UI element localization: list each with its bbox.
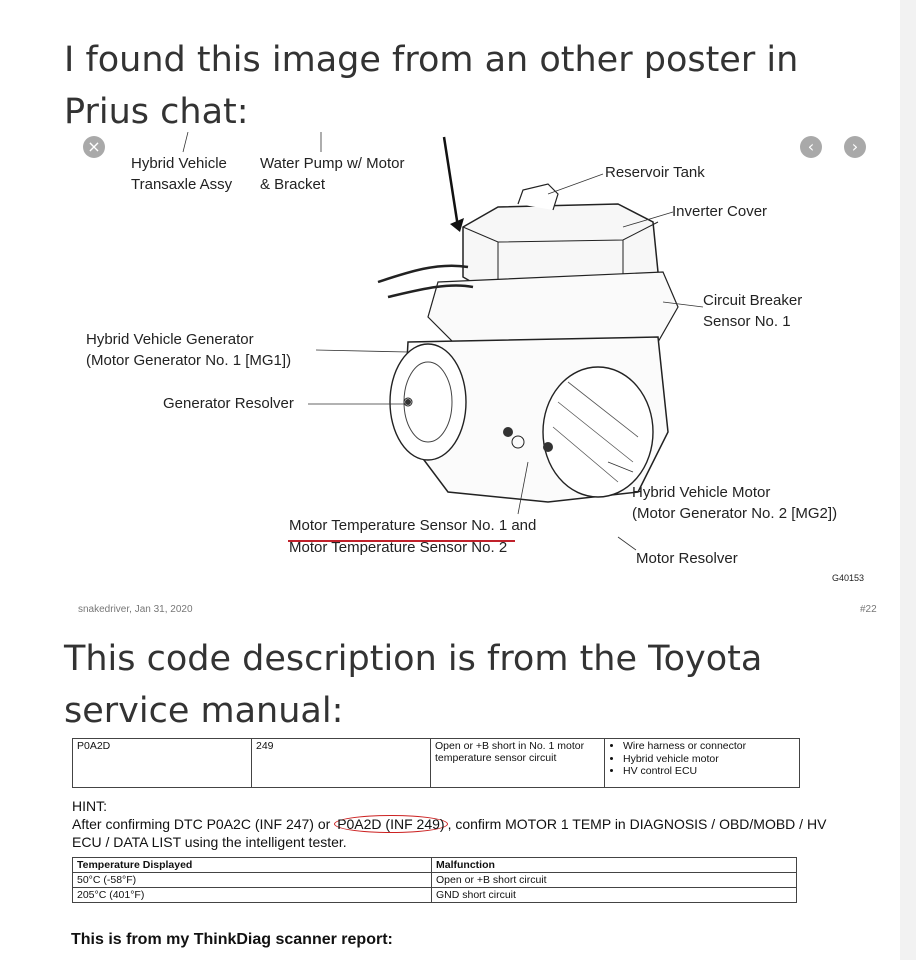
hint-text-before: After confirming DTC P0A2C (INF 247) or	[72, 816, 335, 832]
label-circuit-breaker: Circuit Breaker Sensor No. 1	[703, 292, 803, 330]
post-paragraph-2: This code description is from the Toyota…	[64, 639, 763, 731]
hint-circled-code: P0A2D (INF 249)	[334, 815, 448, 833]
dtc-condition: Open or +B short in No. 1 motor temperat…	[430, 738, 605, 788]
table-row: 205°C (401°F) GND short circuit	[72, 887, 797, 903]
table-cell: 205°C (401°F)	[72, 887, 432, 903]
temp-sensor-and-text: 1 and	[494, 517, 537, 534]
previous-image-icon[interactable]: ‹	[800, 136, 822, 158]
header-temperature: Temperature Displayed	[72, 857, 432, 873]
list-item: Hybrid vehicle motor	[623, 753, 795, 766]
table-header-row: Temperature Displayed Malfunction	[72, 857, 797, 873]
header-malfunction: Malfunction	[431, 857, 797, 873]
post-paragraph-1: I found this image from an other poster …	[64, 40, 799, 132]
image-credit: snakedriver, Jan 31, 2020	[78, 604, 193, 615]
label-hv-motor: Hybrid Vehicle Motor (Motor Generator No…	[632, 484, 838, 522]
dtc-inf: 249	[251, 738, 431, 788]
engine-drawing	[182, 132, 704, 551]
figure-code: G40153	[832, 573, 865, 583]
label-inverter-cover: Inverter Cover	[672, 203, 768, 220]
table-row: 50°C (-58°F) Open or +B short circuit	[72, 872, 797, 888]
label-water-pump: Water Pump w/ Motor & Bracket	[260, 155, 405, 193]
table-cell: GND short circuit	[431, 887, 797, 903]
table-row: P0A2D 249 Open or +B short in No. 1 moto…	[72, 738, 800, 788]
dtc-trouble-areas: Wire harness or connector Hybrid vehicle…	[604, 738, 800, 788]
scrollbar-track[interactable]	[900, 0, 916, 960]
post-number-link[interactable]: #22	[860, 604, 877, 615]
hint-title: HINT:	[72, 798, 107, 814]
dtc-table: P0A2D 249 Open or +B short in No. 1 moto…	[72, 738, 800, 788]
label-hv-generator: Hybrid Vehicle Generator (Motor Generato…	[86, 331, 292, 369]
service-manual-excerpt: P0A2D 249 Open or +B short in No. 1 moto…	[64, 735, 890, 960]
hint-text-after: , confirm MOTOR 1 TEMP in DIAGNOSIS / OB…	[72, 816, 827, 850]
close-icon[interactable]: ×	[83, 136, 105, 158]
label-motor-resolver: Motor Resolver	[636, 550, 738, 567]
list-item: Wire harness or connector	[623, 740, 795, 753]
temperature-table: Temperature Displayed Malfunction 50°C (…	[72, 857, 797, 903]
temp-sensor-underlined-text: Motor Temperature Sensor No.	[289, 517, 495, 534]
dtc-code: P0A2D	[72, 738, 252, 788]
table-cell: Open or +B short circuit	[431, 872, 797, 888]
label-temp-sensor-2: Motor Temperature Sensor No. 2	[289, 539, 508, 556]
label-temp-sensor-1: Motor Temperature Sensor No. 1 and	[289, 515, 536, 536]
hint-paragraph: HINT: After confirming DTC P0A2C (INF 24…	[72, 797, 832, 851]
label-hv-transaxle: Hybrid Vehicle Transaxle Assy	[131, 155, 233, 193]
table-cell: 50°C (-58°F)	[72, 872, 432, 888]
label-reservoir-tank: Reservoir Tank	[605, 164, 705, 181]
embedded-diagram-image[interactable]: × ‹ › Hybrid Vehicle Transaxle Assy Wate…	[78, 132, 875, 585]
label-generator-resolver: Generator Resolver	[163, 395, 294, 412]
list-item: HV control ECU	[623, 765, 795, 778]
next-image-icon[interactable]: ›	[844, 136, 866, 158]
thinkdiag-note: This is from my ThinkDiag scanner report…	[71, 931, 393, 948]
